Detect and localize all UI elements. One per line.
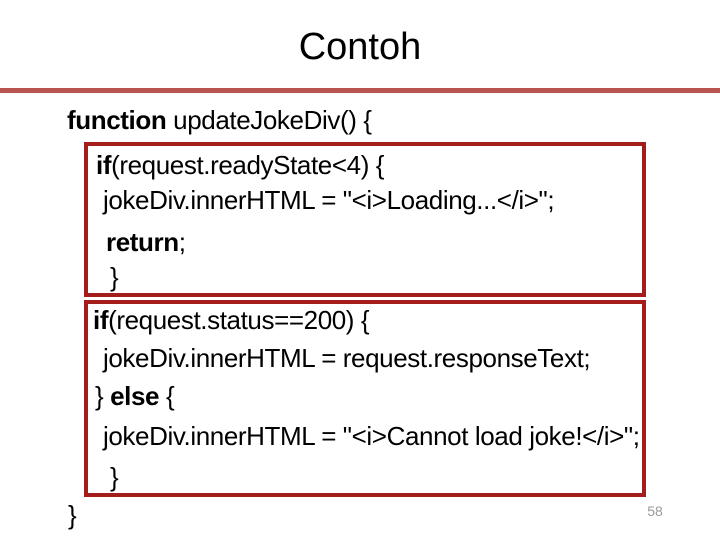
code-text: jokeDiv.innerHTML = "<i>Cannot load joke… — [103, 421, 640, 451]
code-text: } — [95, 381, 111, 411]
code-line: } else { — [95, 376, 175, 416]
code-text: jokeDiv.innerHTML = "<i>Loading...</i>"; — [103, 185, 555, 215]
code-keyword: return — [106, 227, 179, 257]
code-line: jokeDiv.innerHTML = "<i>Cannot load joke… — [103, 416, 640, 456]
code-line: if(request.readyState<4) { — [96, 145, 384, 185]
code-text: { — [159, 381, 175, 411]
code-text: } — [68, 500, 77, 530]
code-keyword: if — [96, 150, 112, 180]
highlight-box-bottom — [84, 300, 646, 497]
code-line: function updateJokeDiv() { — [67, 100, 372, 140]
code-text: } — [110, 262, 119, 292]
code-text: ; — [178, 227, 186, 257]
highlight-box-top — [84, 142, 646, 297]
page-title: Contoh — [298, 26, 422, 68]
code-keyword: function — [67, 105, 167, 135]
title-underline-rule — [0, 88, 720, 93]
code-keyword: else — [110, 381, 160, 411]
code-text: } — [110, 462, 119, 492]
code-line: jokeDiv.innerHTML = request.responseText… — [103, 338, 591, 378]
code-text: (request.status==200) { — [108, 305, 370, 335]
code-text: jokeDiv.innerHTML = request.responseText… — [103, 343, 591, 373]
code-keyword: if — [93, 305, 109, 335]
code-line: return; — [106, 222, 186, 262]
page-number: 58 — [647, 503, 663, 519]
code-line: } — [110, 257, 119, 297]
code-text: (request.readyState<4) { — [111, 150, 385, 180]
code-line: } — [110, 457, 119, 497]
code-text: updateJokeDiv() { — [166, 105, 372, 135]
code-line: if(request.status==200) { — [93, 300, 370, 340]
code-line: jokeDiv.innerHTML = "<i>Loading...</i>"; — [103, 180, 555, 220]
code-line: } — [68, 495, 77, 535]
